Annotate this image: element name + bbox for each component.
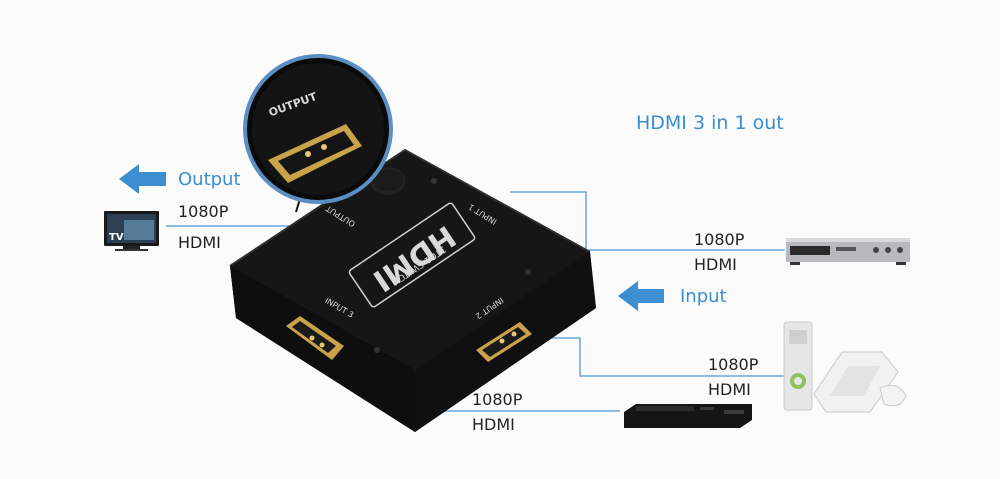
output-port-zoom: OUTPUT [243,54,393,213]
input-2-interface: HDMI [708,380,751,399]
input-1-interface: HDMI [694,255,737,274]
input-arrow-icon [618,281,664,311]
output-direction-label: Output [178,169,241,190]
input-3-port [286,316,344,360]
input-1-line [510,191,785,251]
output-interface: HDMI [178,233,221,252]
input-2-resolution: 1080P [708,355,759,374]
dvd-player-icon [624,404,752,428]
input-2-port [476,322,532,362]
input-1-resolution: 1080P [694,230,745,249]
output-arrow-icon [119,164,166,194]
input-direction-label: Input [680,286,727,307]
output-resolution: 1080P [178,202,229,221]
game-console-icon [783,321,907,413]
tv-label: TV [109,232,124,243]
tv-icon: TV [104,211,159,251]
diagram-title: HDMI 3 in 1 out [636,112,784,134]
hdmi-switch: HDMI 3TO1 SWITCH OUTPUT INPUT 1 INPUT 2 … [229,148,596,432]
input-2-line [532,337,790,377]
input-3-resolution: 1080P [472,390,523,409]
receiver-box-icon [786,238,910,265]
input-3-interface: HDMI [472,415,515,434]
